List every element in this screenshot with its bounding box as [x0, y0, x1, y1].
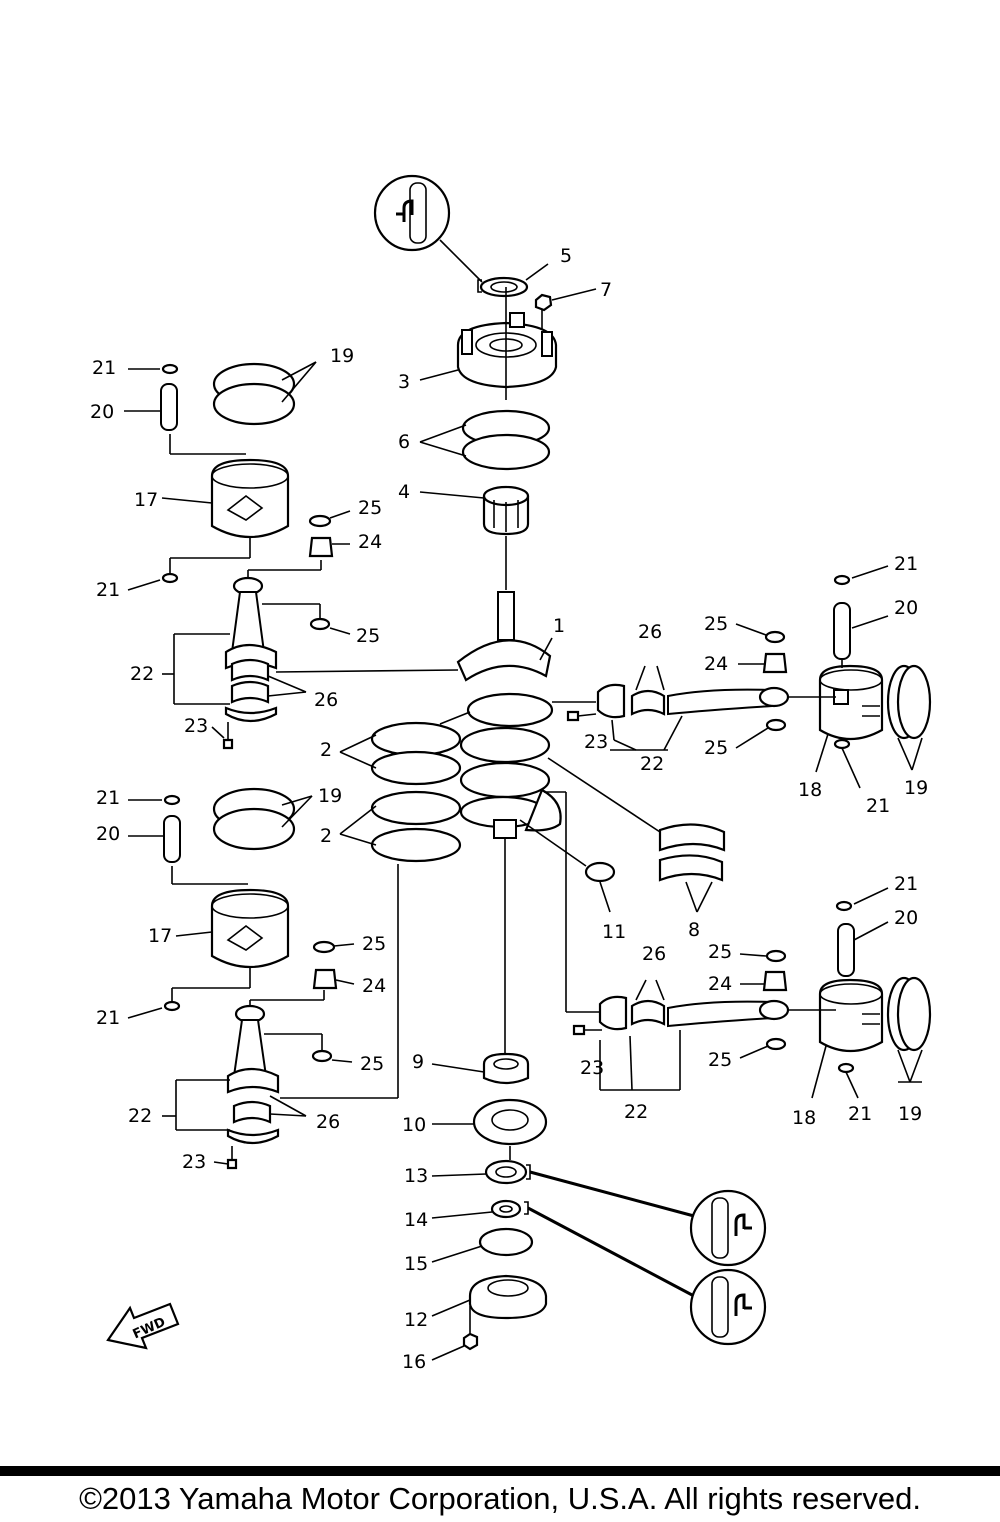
label-part-25: 25 [360, 1053, 384, 1075]
label-part-22: 22 [640, 753, 664, 775]
label-part-25: 25 [356, 625, 380, 647]
label-part-4: 4 [398, 481, 410, 503]
part-7-bolt [534, 288, 597, 332]
part-10-ball-bearing [432, 1098, 548, 1160]
label-part-3: 3 [398, 371, 410, 393]
label-part-12: 12 [404, 1309, 428, 1331]
label-part-21: 21 [866, 795, 890, 817]
part-13-oil-seal [431, 1159, 695, 1218]
label-part-18: 18 [792, 1107, 816, 1129]
label-part-20: 20 [90, 401, 114, 423]
label-part-21: 21 [96, 1007, 120, 1029]
label-part-5: 5 [560, 245, 572, 267]
label-part-15: 15 [404, 1253, 428, 1275]
part-1-crankshaft [456, 591, 562, 1054]
label-part-25: 25 [708, 941, 732, 963]
label-part-19: 19 [898, 1103, 922, 1125]
label-part-16: 16 [402, 1351, 426, 1373]
label-part-2: 2 [320, 739, 332, 761]
part-14-oil-seal [431, 1199, 695, 1298]
label-part-1: 1 [553, 615, 565, 637]
callout-labels: 1 2 2 3 4 5 6 7 8 9 10 11 12 13 14 15 17… [90, 245, 928, 1373]
label-part-21: 21 [96, 787, 120, 809]
fwd-arrow-icon: FWD [106, 1302, 180, 1350]
label-part-24: 24 [358, 531, 382, 553]
copyright-footer: ©2013 Yamaha Motor Corporation, U.S.A. A… [79, 1481, 921, 1516]
label-part-26: 26 [642, 943, 666, 965]
part-4-needle-bearing [419, 485, 530, 590]
label-part-13: 13 [404, 1165, 428, 1187]
label-part-24: 24 [704, 653, 728, 675]
label-part-9: 9 [412, 1051, 424, 1073]
label-part-20: 20 [96, 823, 120, 845]
label-part-19: 19 [904, 777, 928, 799]
label-part-26: 26 [316, 1111, 340, 1133]
lower-left-piston-assembly [127, 787, 355, 1170]
label-part-23: 23 [584, 731, 608, 753]
label-part-17: 17 [148, 925, 172, 947]
label-part-22: 22 [130, 663, 154, 685]
label-part-7: 7 [600, 279, 612, 301]
label-part-22: 22 [128, 1105, 152, 1127]
label-part-20: 20 [894, 907, 918, 929]
part-12-lower-bearing-housing [431, 1274, 548, 1320]
label-part-6: 6 [398, 431, 410, 453]
lower-right-piston-assembly [544, 791, 932, 1099]
part-6-o-rings [419, 409, 551, 471]
part-11-clip [519, 819, 616, 913]
grease-callout-bottom-1 [689, 1189, 767, 1267]
label-part-10: 10 [402, 1114, 426, 1136]
upper-left-piston-assembly [124, 361, 459, 750]
label-part-19: 19 [330, 345, 354, 367]
grease-callout-top [373, 174, 483, 283]
label-part-18: 18 [798, 779, 822, 801]
label-part-19: 19 [318, 785, 342, 807]
part-3-upper-bearing-housing [419, 287, 558, 400]
label-part-24: 24 [708, 973, 732, 995]
part-2-piston-rings [280, 711, 471, 1099]
part-15-o-ring [431, 1227, 534, 1263]
label-part-25: 25 [708, 1049, 732, 1071]
label-part-14: 14 [404, 1209, 428, 1231]
label-part-25: 25 [358, 497, 382, 519]
label-part-25: 25 [704, 613, 728, 635]
label-part-26: 26 [314, 689, 338, 711]
upper-right-piston-assembly [552, 565, 932, 789]
exploded-parts-diagram: FWD [90, 174, 932, 1373]
footer-divider [0, 1466, 1000, 1476]
grease-callout-bottom-2 [689, 1268, 767, 1346]
label-part-23: 23 [580, 1057, 604, 1079]
label-part-23: 23 [182, 1151, 206, 1173]
label-part-21: 21 [848, 1103, 872, 1125]
label-part-25: 25 [362, 933, 386, 955]
label-part-21: 21 [92, 357, 116, 379]
part-8-bearing [547, 757, 726, 913]
part-9-bearing-seal [431, 1052, 530, 1085]
label-part-25: 25 [704, 737, 728, 759]
label-part-21: 21 [894, 873, 918, 895]
label-part-2: 2 [320, 825, 332, 847]
part-16-bolt [431, 1306, 479, 1361]
label-part-17: 17 [134, 489, 158, 511]
label-part-26: 26 [638, 621, 662, 643]
label-part-8: 8 [688, 919, 700, 941]
label-part-23: 23 [184, 715, 208, 737]
label-part-20: 20 [894, 597, 918, 619]
label-part-21: 21 [96, 579, 120, 601]
label-part-22: 22 [624, 1101, 648, 1123]
label-part-11: 11 [602, 921, 626, 943]
label-part-21: 21 [894, 553, 918, 575]
label-part-24: 24 [362, 975, 386, 997]
part-5-oil-seal [477, 263, 549, 298]
